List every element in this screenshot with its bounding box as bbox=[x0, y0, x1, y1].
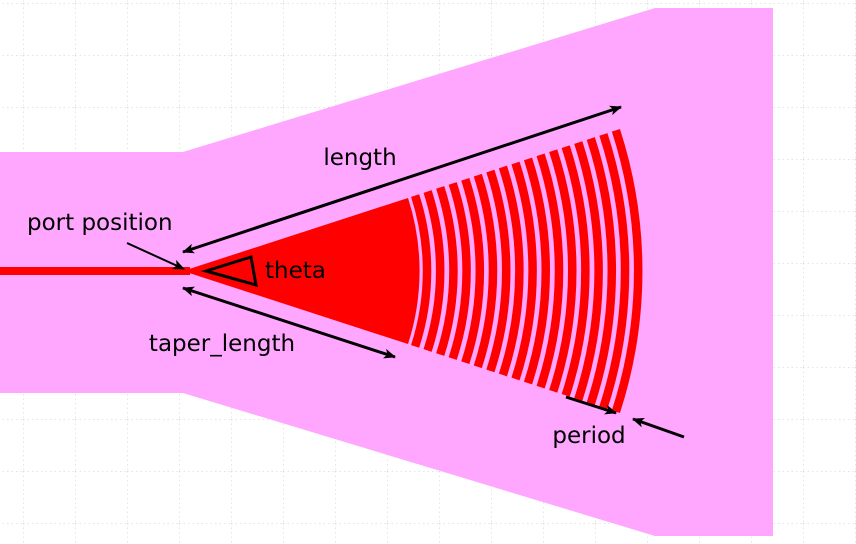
period-label: period bbox=[552, 423, 625, 449]
taper-length-arrow bbox=[182, 286, 396, 359]
period-arrow-left bbox=[565, 395, 617, 415]
theta-angle-marker bbox=[200, 255, 258, 288]
waveguide-core bbox=[0, 267, 190, 275]
port-position-label: port position bbox=[27, 210, 173, 236]
port-position-pointer bbox=[126, 242, 185, 270]
taper-length-label: taper_length bbox=[149, 331, 295, 357]
length-arrow bbox=[182, 105, 622, 254]
period-arrow-right bbox=[632, 417, 685, 439]
grating-ring bbox=[611, 128, 643, 414]
length-label: length bbox=[323, 145, 396, 171]
theta-label: theta bbox=[265, 258, 326, 284]
